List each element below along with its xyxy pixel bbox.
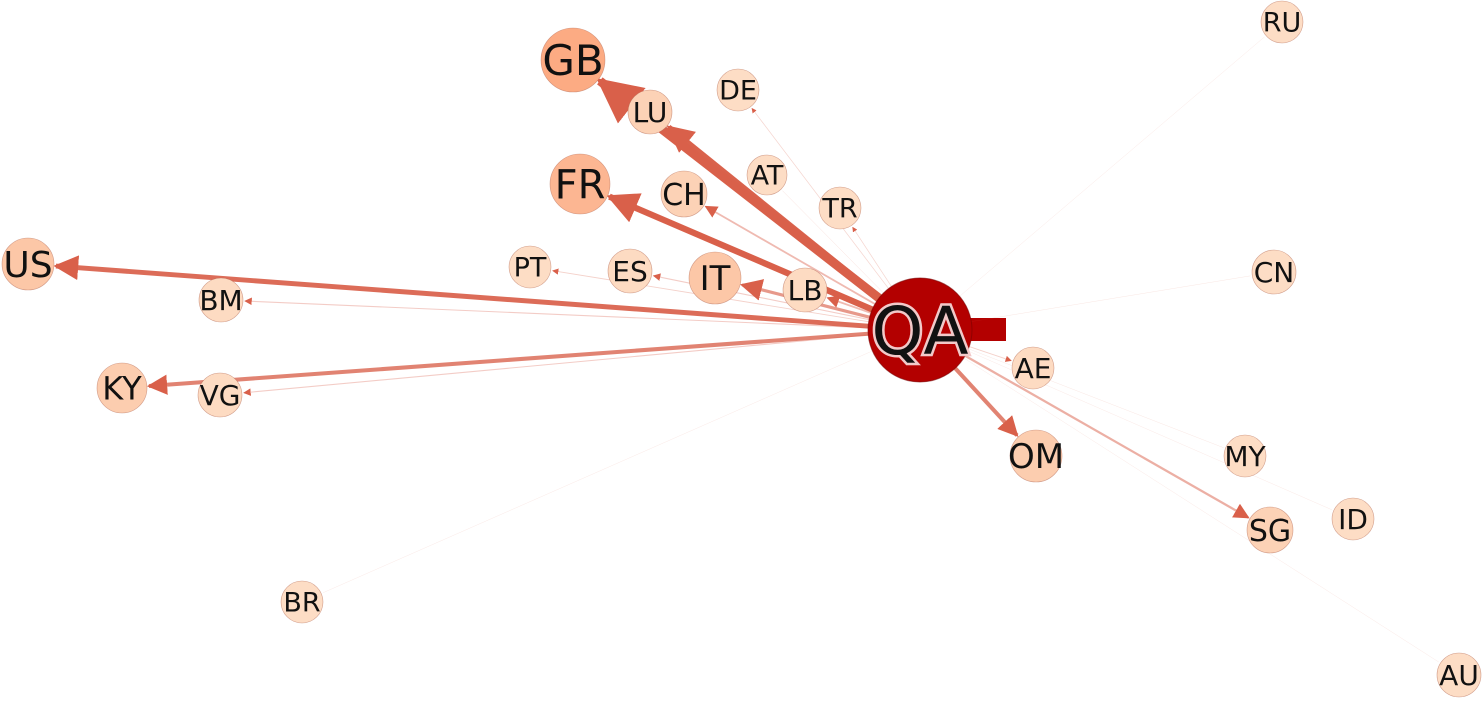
node-circle bbox=[1223, 434, 1267, 478]
node-fr[interactable]: FR bbox=[549, 153, 611, 215]
node-label: FR bbox=[555, 162, 606, 208]
node-circle bbox=[607, 248, 653, 294]
node-label: US bbox=[3, 245, 52, 286]
node-label: ID bbox=[1338, 503, 1368, 536]
node-circle bbox=[1251, 249, 1297, 295]
node-ch[interactable]: CH bbox=[660, 170, 708, 218]
node-label: DE bbox=[719, 76, 757, 107]
node-circle bbox=[198, 277, 244, 323]
node-vg[interactable]: VG bbox=[197, 372, 243, 418]
node-label: QA bbox=[871, 293, 968, 370]
node-label: AE bbox=[1015, 352, 1052, 385]
node-cn[interactable]: CN bbox=[1251, 249, 1297, 295]
node-label: KY bbox=[102, 370, 142, 408]
node-circle bbox=[197, 372, 243, 418]
node-label: RU bbox=[1263, 8, 1302, 39]
node-us[interactable]: US bbox=[1, 237, 55, 291]
node-br[interactable]: BR bbox=[280, 580, 324, 624]
node-circle bbox=[1011, 346, 1055, 390]
edge-qa-cn bbox=[950, 275, 1251, 326]
node-circle bbox=[96, 362, 148, 414]
node-ru[interactable]: RU bbox=[1260, 0, 1304, 44]
node-my[interactable]: MY bbox=[1223, 434, 1267, 478]
node-circle bbox=[549, 153, 611, 215]
node-circle bbox=[1246, 506, 1294, 554]
node-ae[interactable]: AE bbox=[1011, 346, 1055, 390]
node-label: TR bbox=[821, 194, 857, 225]
node-circle bbox=[280, 580, 324, 624]
edge-qa-au bbox=[946, 346, 1439, 663]
node-circle bbox=[716, 68, 760, 112]
edge-qa-my bbox=[949, 341, 1224, 448]
edge-layer bbox=[53, 36, 1439, 663]
node-lu[interactable]: LU bbox=[627, 89, 673, 135]
node-circle bbox=[1, 237, 55, 291]
edge-qa-sg bbox=[946, 344, 1250, 519]
edge-qa-vg bbox=[243, 332, 889, 396]
node-au[interactable]: AU bbox=[1436, 652, 1482, 698]
node-om[interactable]: OM bbox=[1008, 429, 1064, 483]
edge-qa-fr bbox=[606, 193, 893, 321]
node-circle bbox=[508, 245, 552, 289]
node-lb[interactable]: LB bbox=[782, 267, 828, 313]
edge-qa-lu bbox=[666, 124, 898, 313]
node-circle bbox=[782, 267, 828, 313]
edge-qa-bm bbox=[244, 297, 889, 330]
node-id[interactable]: ID bbox=[1331, 497, 1375, 541]
node-sg[interactable]: SG bbox=[1246, 506, 1294, 554]
node-qa[interactable]: QA bbox=[867, 277, 973, 383]
node-circle bbox=[867, 277, 973, 383]
node-label: AT bbox=[751, 161, 784, 192]
node-circle bbox=[746, 154, 788, 196]
node-label: BR bbox=[283, 588, 320, 619]
node-label: AU bbox=[1439, 659, 1479, 692]
edge-qa-br bbox=[322, 342, 892, 593]
node-circle bbox=[1009, 429, 1063, 483]
node-circle bbox=[818, 186, 862, 230]
node-circle bbox=[688, 251, 742, 305]
node-label: CH bbox=[662, 178, 706, 213]
node-circle bbox=[660, 170, 708, 218]
node-label: OM bbox=[1008, 437, 1064, 477]
node-label: LB bbox=[788, 274, 823, 307]
node-label: LU bbox=[633, 96, 668, 129]
node-circle bbox=[1260, 0, 1304, 44]
node-label: SG bbox=[1249, 514, 1291, 549]
node-label: PT bbox=[514, 253, 547, 284]
node-label: MY bbox=[1224, 440, 1266, 473]
edge-qa-at bbox=[782, 190, 899, 308]
edge-qa-ch bbox=[704, 205, 894, 316]
node-label: CN bbox=[1254, 256, 1295, 289]
node-circle bbox=[540, 27, 606, 93]
node-label: VG bbox=[200, 379, 241, 412]
node-label: BM bbox=[199, 284, 242, 317]
node-pt[interactable]: PT bbox=[508, 245, 552, 289]
node-label: GB bbox=[542, 36, 603, 85]
node-circle bbox=[1331, 497, 1375, 541]
node-label: ES bbox=[612, 255, 647, 288]
node-circle bbox=[627, 89, 673, 135]
edge-qa-ru bbox=[943, 36, 1265, 310]
node-it[interactable]: IT bbox=[688, 251, 742, 305]
node-tr[interactable]: TR bbox=[818, 186, 862, 230]
node-at[interactable]: AT bbox=[746, 154, 788, 196]
node-label: IT bbox=[700, 259, 731, 299]
node-es[interactable]: ES bbox=[607, 248, 653, 294]
node-gb[interactable]: GB bbox=[540, 27, 606, 93]
edge-qa-us bbox=[53, 255, 890, 331]
edge-qa-ky bbox=[146, 330, 890, 395]
node-circle bbox=[1436, 652, 1482, 698]
node-bm[interactable]: BM bbox=[198, 277, 244, 323]
node-ky[interactable]: KY bbox=[96, 362, 148, 414]
node-de[interactable]: DE bbox=[716, 68, 760, 112]
